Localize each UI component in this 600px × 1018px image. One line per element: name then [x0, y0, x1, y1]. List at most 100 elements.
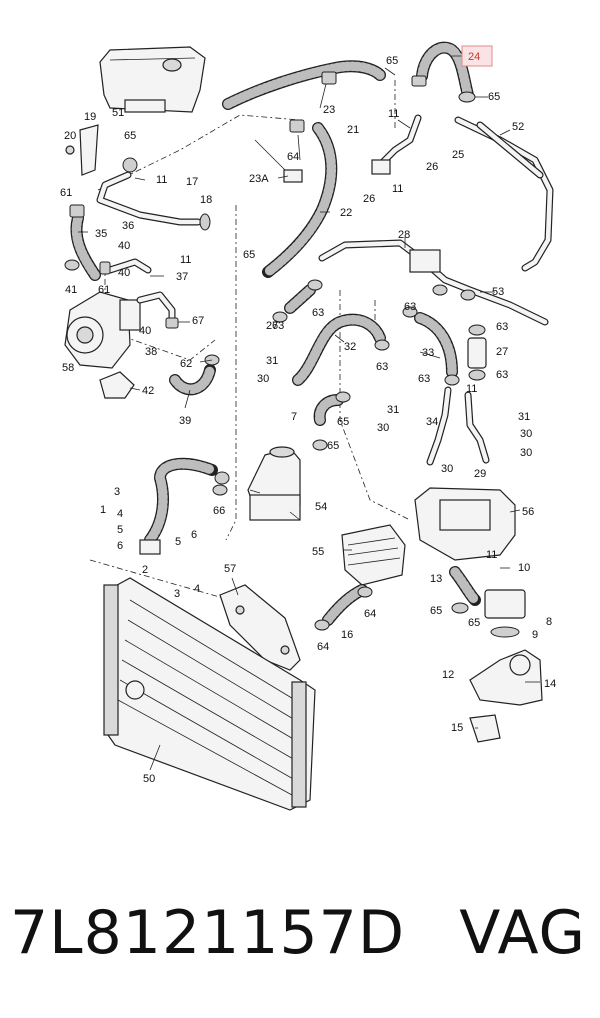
callout-label: 50 — [143, 773, 155, 785]
callout-label: 61 — [60, 187, 72, 199]
radiator-50 — [103, 577, 316, 811]
callout-label: 62 — [180, 358, 192, 370]
clamps-mid — [212, 439, 328, 496]
footer: 7L8121157D VAG — [0, 893, 600, 973]
callout-label: 1 — [100, 504, 106, 516]
callout-label: 11 — [392, 183, 403, 195]
callout-label: 30 — [520, 428, 532, 440]
sleeve-27 — [467, 324, 487, 381]
callout-label: 37 — [176, 271, 188, 283]
callout-label: 5 — [175, 536, 181, 548]
water-pump-58 — [64, 291, 141, 369]
callout-label: 26 — [363, 193, 375, 205]
callout-label: 65 — [386, 55, 398, 67]
callout-label: 27 — [266, 320, 278, 332]
connector-26 — [371, 114, 422, 175]
callout-label: 29 — [474, 468, 486, 480]
highlight-box — [461, 45, 493, 67]
callout-label: 11 — [388, 108, 399, 120]
callout-label: 32 — [344, 341, 356, 353]
callout-label: 30 — [257, 373, 269, 385]
callout-label: 40 — [118, 240, 130, 252]
hose-21 — [222, 60, 386, 110]
callout-label: 11 — [486, 549, 497, 561]
hose-16 — [314, 584, 373, 631]
callout-label: 14 — [544, 678, 556, 690]
part-number: 7L8121157D — [10, 898, 406, 968]
brand-name: VAG — [459, 898, 586, 968]
callout-label: 20 — [64, 130, 76, 142]
callout-label: 11 — [180, 254, 191, 266]
pipe-36 — [99, 258, 152, 275]
callout-label: 15 — [451, 722, 463, 734]
callout-label: 42 — [142, 385, 154, 397]
callout-label: 11 — [466, 383, 477, 395]
pipe-28 — [318, 239, 549, 326]
callout-label: 28 — [398, 229, 410, 241]
callout-label: 10 — [518, 562, 530, 574]
callout-label: 39 — [179, 415, 191, 427]
callout-label: 63 — [404, 301, 416, 313]
oil-cooler-54 — [247, 446, 301, 521]
sensor-23a — [254, 139, 303, 183]
parts-diagram: 1233445566789101111111111111213141516171… — [60, 41, 556, 811]
callout-label: 31 — [518, 411, 530, 423]
callout-label: 4 — [194, 583, 200, 595]
callout-label: 30 — [441, 463, 453, 475]
leader-lines — [78, 55, 540, 771]
callout-label: 65 — [124, 130, 136, 142]
bracket-19 — [65, 124, 99, 176]
callout-label: 33 — [422, 347, 434, 359]
callout-label: 27 — [496, 346, 508, 358]
hose-7 — [313, 391, 351, 426]
hose-39 — [169, 354, 220, 396]
callout-label: 8 — [546, 616, 552, 628]
hose-22 — [262, 119, 338, 278]
callout-label: 63 — [496, 369, 508, 381]
hose-1 — [139, 457, 230, 555]
callout-label: 16 — [341, 629, 353, 641]
callout-label: 18 — [200, 194, 212, 206]
callout-label: 7 — [291, 411, 297, 423]
thermostat-group — [449, 566, 543, 743]
callout-label: 63 — [272, 320, 284, 332]
callout-label: 31 — [387, 404, 399, 416]
callout-label: 3 — [114, 486, 120, 498]
housing-42 — [99, 371, 135, 399]
pipe-17 — [96, 157, 211, 231]
callout-label: 64 — [364, 608, 376, 620]
bracket-57 — [219, 584, 301, 671]
hose-32 — [292, 313, 390, 386]
callout-label: 36 — [122, 220, 134, 232]
callout-label: 38 — [145, 346, 157, 358]
callout-label: 61 — [98, 284, 110, 296]
callout-label: 23 — [323, 104, 335, 116]
callout-label: 31 — [266, 355, 278, 367]
callout-label: 6 — [117, 540, 123, 552]
callout-label: 63 — [376, 361, 388, 373]
callout-label: 19 — [84, 111, 96, 123]
hose-27a — [272, 279, 323, 323]
callout-label: 63 — [312, 307, 324, 319]
callout-label: 63 — [496, 321, 508, 333]
callout-label: 64 — [287, 151, 299, 163]
callout-label: 17 — [186, 176, 198, 188]
callout-label: 13 — [430, 573, 442, 585]
callout-label: 67 — [192, 315, 204, 327]
callout-label: 56 — [522, 506, 534, 518]
callout-label: 23A — [249, 173, 269, 185]
callout-label: 22 — [340, 207, 352, 219]
callout-label: 51 — [112, 107, 124, 119]
hose-33 — [402, 306, 460, 386]
callout-label: 5 — [117, 524, 123, 536]
callout-label: 34 — [426, 416, 438, 428]
callout-label: 64 — [317, 641, 329, 653]
pipe-52 — [454, 91, 554, 272]
callout-label: 3 — [174, 588, 180, 600]
callout-label: 35 — [95, 228, 107, 240]
pipe-34 — [426, 386, 490, 466]
callout-label: 63 — [418, 373, 430, 385]
hose-35 — [64, 204, 101, 281]
expansion-tank — [99, 46, 206, 113]
callout-label: 52 — [512, 121, 524, 133]
